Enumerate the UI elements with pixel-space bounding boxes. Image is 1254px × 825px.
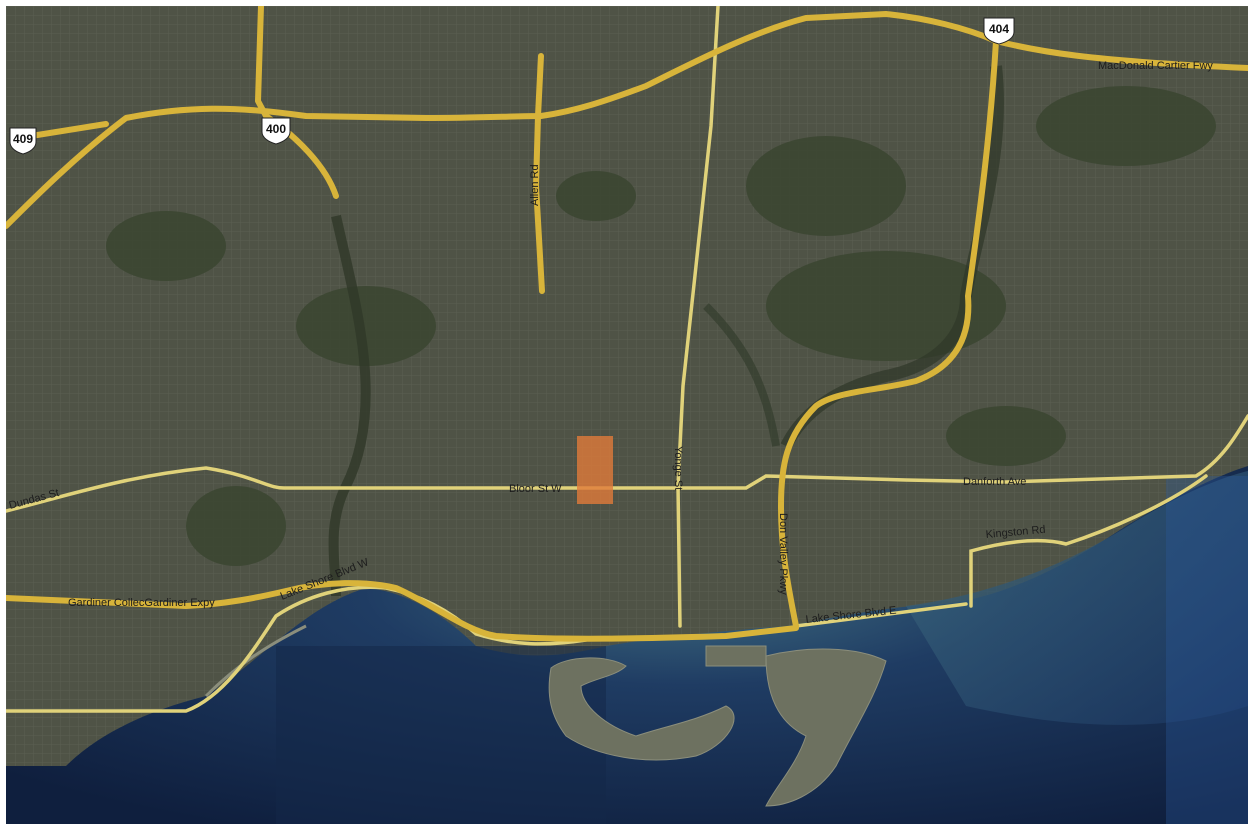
kingston-rd-line bbox=[969, 474, 1208, 608]
parks-and-ravines bbox=[106, 86, 1216, 566]
danforth-ave-label: Danforth Ave bbox=[963, 476, 1026, 488]
shield-404-text: 404 bbox=[989, 22, 1009, 36]
humber-ravine bbox=[328, 214, 371, 597]
gardiner-line bbox=[6, 580, 799, 642]
shield-400-text: 400 bbox=[266, 122, 286, 136]
lake-east-shallow bbox=[906, 471, 1248, 725]
gardiner-expy-label: Gardiner CollecGardiner Expy bbox=[68, 597, 215, 609]
highway-shield-404: 404 bbox=[983, 17, 1015, 45]
shoreline-spit bbox=[204, 624, 307, 698]
bloor-st-line bbox=[6, 414, 1248, 513]
yonge-st-line bbox=[676, 6, 720, 628]
highlighted-area[interactable] bbox=[577, 436, 613, 504]
satellite-map[interactable]: 409 400 404 MacDonald Cartier Fwy Allen … bbox=[6, 6, 1248, 824]
allen-rd-line bbox=[533, 53, 545, 294]
highway-shield-409: 409 bbox=[9, 127, 37, 155]
don-ravine-west bbox=[703, 303, 780, 447]
yonge-st-label: Yonge St bbox=[672, 446, 684, 490]
kingston-rd-label: Kingston Rd bbox=[985, 524, 1046, 541]
hwy-400-line bbox=[255, 6, 339, 199]
highway-shield-400: 400 bbox=[261, 117, 291, 145]
allen-rd-label: Allen Rd bbox=[529, 164, 541, 206]
dvp-line bbox=[778, 38, 999, 629]
macdonald-cartier-fwy-label: MacDonald Cartier Fwy bbox=[1098, 60, 1213, 72]
don-valley-pkwy-label: Don Valley Pkwy bbox=[777, 513, 789, 595]
hwy-409-line bbox=[28, 121, 109, 139]
lakeshore-e-line bbox=[794, 602, 968, 628]
bloor-st-w-label: Bloor St W bbox=[509, 483, 562, 495]
shield-409-text: 409 bbox=[13, 132, 33, 146]
toronto-islands bbox=[548, 645, 887, 807]
imagery-seam-east bbox=[1166, 476, 1248, 824]
